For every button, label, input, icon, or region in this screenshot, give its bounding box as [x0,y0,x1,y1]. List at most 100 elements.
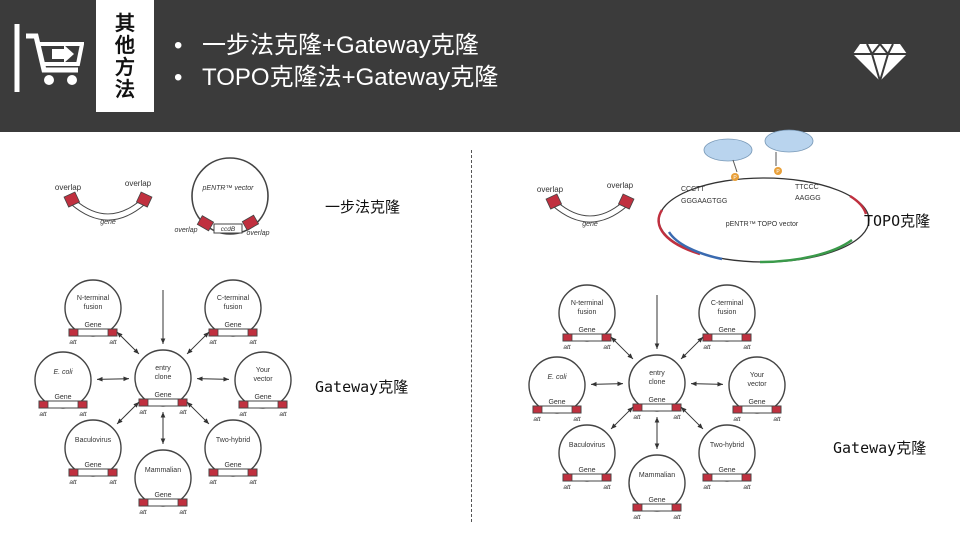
gene-label: Gene [224,322,241,329]
topo-bond [732,159,738,173]
tag-char: 法 [115,77,135,101]
gene-label: Gene [648,497,665,504]
bullet-item: 一步法克隆+Gateway克隆 [172,30,498,62]
arrow-head [203,418,209,424]
att-site [601,333,612,342]
node-label: Two-hybrid [216,437,250,444]
arrow-head [160,412,166,418]
att-label: att [533,416,541,423]
att-label: att [239,411,247,418]
phosphate-label: P [776,169,780,175]
ccdb-box [213,223,243,234]
att-label: att [109,479,117,486]
node-label: vector [747,381,767,388]
bullet-list: 一步法克隆+Gateway克隆 TOPO克隆法+Gateway克隆 [172,30,498,94]
phosphate [731,173,739,181]
gene-label: Gene [84,462,101,469]
att-label: att [743,484,751,491]
att-label: att [633,514,641,521]
att-label: att [179,509,187,516]
att-site [208,468,219,477]
node-label: Your [256,367,271,374]
arrow-head [133,402,139,408]
node-label: fusion [578,309,597,316]
node-label: E. coli [547,374,567,381]
gene-label: Gene [154,492,171,499]
att-label: att [69,479,77,486]
topo-blue-arc [667,231,723,261]
att-site [238,400,249,409]
arrow-head [133,348,139,354]
att-label: att [179,409,187,416]
seq-label: GGGAAGTGG [681,198,727,205]
ccdb-label: ccdB [221,226,236,233]
att-label: att [573,416,581,423]
overlap-label: overlap [125,179,152,188]
right-method-label: TOPO克隆 [864,212,931,230]
arrow-head [203,332,209,338]
topo-red-arc [849,194,868,215]
att-site [601,473,612,482]
overlap-label: overlap [175,227,198,234]
topo-green-arc [759,238,853,264]
arrow-head [590,381,597,387]
gene-label: Gene [548,399,565,406]
gene-label: Gene [718,327,735,334]
att-label: att [743,344,751,351]
arrow-head [160,338,166,344]
att-site [68,328,79,337]
node-label: entry [155,365,171,372]
att-site [247,328,258,337]
node-label: N-terminal [77,295,110,302]
arrow-head [627,407,633,413]
pentr-vector [191,157,269,235]
att-site [138,398,149,407]
overlap-site [241,214,260,231]
seq-label: AAGGG [795,195,821,202]
att-label: att [733,416,741,423]
att-label: att [79,411,87,418]
att-label: att [703,344,711,351]
overlap-site [135,191,153,208]
node-label: clone [649,379,666,386]
diamond-logo-icon [853,42,907,82]
overlap-site [545,193,563,210]
dashed-divider [471,150,472,522]
gene-label: Gene [54,394,71,401]
att-label: att [209,339,217,346]
att-site [208,328,219,337]
arrow-head [123,376,130,382]
arrow-head [611,337,617,343]
arrow-head [654,343,660,349]
gene-label: Gene [578,467,595,474]
gene-label: gene [100,219,116,226]
node-label: Mammalian [639,472,675,479]
seq-label: CCCTT [681,186,705,193]
gene-label: Gene [84,322,101,329]
overlap-site [196,215,215,232]
att-site [277,400,288,409]
arrow-head [697,337,703,343]
gene-label: Gene [578,327,595,334]
node-label: Mammalian [145,467,181,474]
att-label: att [69,339,77,346]
att-label: att [249,479,257,486]
att-site [177,498,188,507]
overlap-site [63,191,81,208]
overlap-label: overlap [607,181,634,190]
vector-label: pENTR™ vector [202,185,255,192]
overlap-label: overlap [55,183,82,192]
att-site [741,473,752,482]
att-label: att [703,484,711,491]
node-label: entry [649,370,665,377]
node-label: C-terminal [711,300,744,307]
att-label: att [673,514,681,521]
phosphate-label: P [733,175,737,181]
gene-label: gene [582,221,598,228]
overlap-label: overlap [537,185,564,194]
att-site [138,498,149,507]
section-tag: 其 他 方 法 [96,0,154,112]
arrow-head [690,381,697,387]
tag-char: 其 [115,11,135,35]
topo-vector-label: pENTR™ TOPO vector [726,221,799,228]
